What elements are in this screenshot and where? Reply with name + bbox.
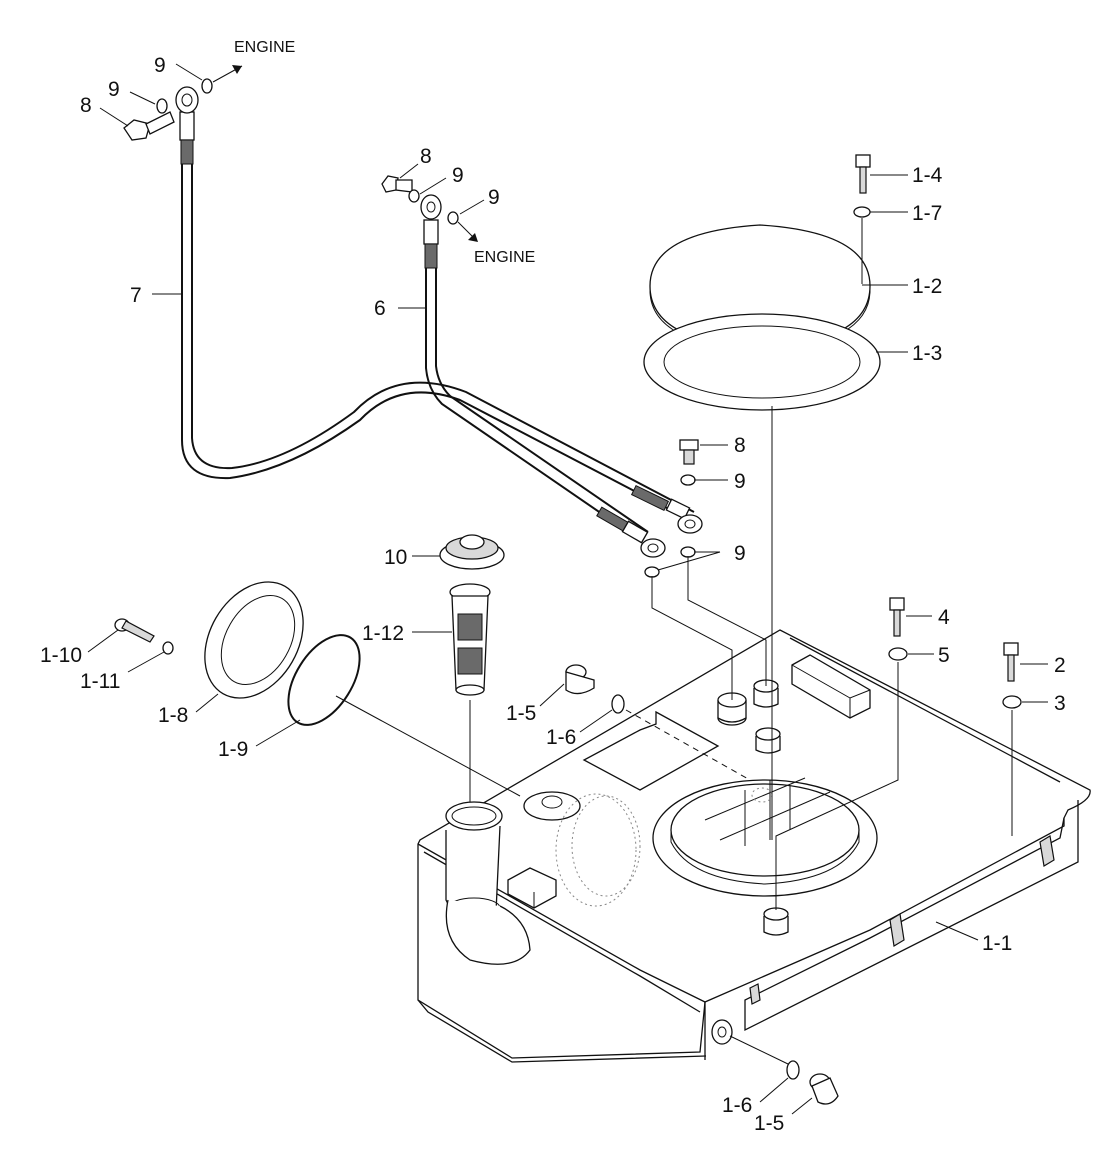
- note-engine-top: ENGINE: [234, 39, 295, 56]
- label-2: 2: [1054, 654, 1066, 677]
- o-ring-9-mid-left[interactable]: [408, 189, 420, 203]
- label-9-right-lower: 9: [734, 542, 746, 565]
- gasket-1-9[interactable]: [274, 623, 374, 737]
- hose-7[interactable]: [175, 86, 703, 534]
- strainer-1-12[interactable]: [449, 583, 491, 696]
- bolt-2[interactable]: [1003, 642, 1019, 682]
- label-1-7: 1-7: [912, 202, 942, 225]
- label-1-1: 1-1: [982, 932, 1012, 955]
- o-ring-9-right-upper[interactable]: [680, 474, 696, 486]
- bolt-1-10[interactable]: [114, 618, 155, 643]
- label-1-11: 1-11: [80, 670, 120, 693]
- hydraulic-tank-1-1[interactable]: [417, 629, 1091, 1063]
- label-8-top-left: 8: [80, 94, 92, 117]
- label-7: 7: [130, 284, 142, 307]
- label-9-top-left: 9: [108, 78, 120, 101]
- banjo-bolt-8-right[interactable]: [679, 439, 699, 465]
- label-6: 6: [374, 297, 386, 320]
- hose-7-braid-bottom: [630, 484, 670, 512]
- label-1-5-lower: 1-5: [754, 1112, 784, 1135]
- plug-1-5-upper[interactable]: [565, 664, 595, 695]
- label-1-9: 1-9: [218, 738, 248, 761]
- o-ring-9-right-a[interactable]: [644, 566, 660, 578]
- label-1-6-upper: 1-6: [546, 726, 576, 749]
- label-8-mid: 8: [420, 145, 432, 168]
- o-ring-9-top-left[interactable]: [156, 98, 168, 114]
- label-5: 5: [938, 644, 950, 667]
- hose-7-crimp-top: [179, 111, 195, 141]
- washer-1-7[interactable]: [853, 206, 871, 218]
- tank-boss-mid: [755, 727, 781, 754]
- o-ring-9-right-b[interactable]: [680, 546, 696, 558]
- label-1-5-upper: 1-5: [506, 702, 536, 725]
- gasket-1-3[interactable]: [643, 313, 881, 411]
- label-1-10: 1-10: [40, 644, 82, 667]
- tank-boss-left: [717, 692, 747, 726]
- label-9-right-upper: 9: [734, 470, 746, 493]
- label-9-mid-left: 9: [452, 164, 464, 187]
- hose-6-banjo-bottom: [640, 538, 666, 558]
- label-8-right: 8: [734, 434, 746, 457]
- o-ring-1-6-lower[interactable]: [786, 1060, 800, 1080]
- label-10: 10: [384, 546, 407, 569]
- engine-arrow-mid-icon: [468, 233, 478, 242]
- washer-5[interactable]: [888, 647, 908, 661]
- hose-7-braid-top: [180, 139, 194, 165]
- hose-6[interactable]: [420, 194, 666, 558]
- o-ring-9-top[interactable]: [201, 78, 213, 94]
- label-9-top: 9: [154, 54, 166, 77]
- banjo-bolt-8-top-left[interactable]: [123, 111, 175, 141]
- label-4: 4: [938, 606, 950, 629]
- label-3: 3: [1054, 692, 1066, 715]
- bolt-4[interactable]: [889, 597, 905, 637]
- o-ring-1-6-upper[interactable]: [611, 694, 625, 714]
- o-ring-9-mid-right[interactable]: [447, 211, 459, 225]
- filler-cap-10[interactable]: [439, 534, 505, 570]
- side-cover-1-8[interactable]: [185, 564, 323, 715]
- hose-6-crimp-top: [423, 219, 439, 245]
- plug-1-5-lower[interactable]: [809, 1073, 839, 1105]
- tank-boss-front: [763, 907, 789, 936]
- label-1-6-lower: 1-6: [722, 1094, 752, 1117]
- washer-1-11[interactable]: [162, 641, 174, 655]
- hose-7-banjo-top: [175, 86, 199, 114]
- hose-7-banjo-bottom: [677, 514, 703, 534]
- bolt-1-4[interactable]: [855, 154, 871, 194]
- label-1-12: 1-12: [362, 622, 404, 645]
- hose-6-braid-top: [424, 243, 438, 269]
- engine-arrow-top-icon: [232, 65, 242, 74]
- label-9-mid-right: 9: [488, 186, 500, 209]
- note-engine-mid: ENGINE: [474, 249, 535, 266]
- leader-lines: [87, 63, 1048, 1115]
- hose-6-banjo-top: [420, 194, 442, 220]
- label-1-3: 1-3: [912, 342, 942, 365]
- banjo-bolt-8-mid[interactable]: [381, 175, 413, 193]
- label-1-4: 1-4: [912, 164, 943, 187]
- label-1-8: 1-8: [158, 704, 188, 727]
- washer-3[interactable]: [1002, 695, 1022, 709]
- label-1-2: 1-2: [912, 275, 942, 298]
